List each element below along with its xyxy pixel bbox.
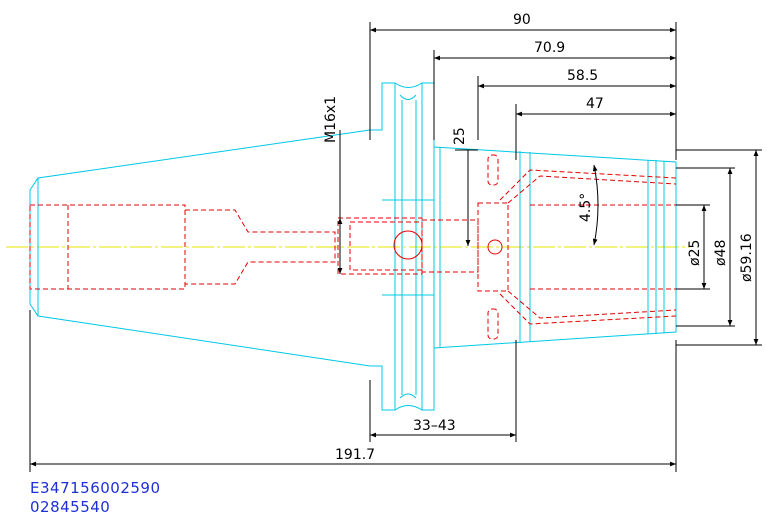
- dim-dia-48: ø48: [713, 240, 729, 266]
- dim-dia-59-16: ø59.16: [739, 233, 755, 282]
- hidden-lines: [29, 154, 677, 340]
- part-code: E347156002590: [30, 479, 161, 497]
- dim-angle: 4.5°: [578, 193, 594, 222]
- part-number: 02845540: [30, 498, 111, 516]
- dim-70-9: 70.9: [534, 40, 565, 56]
- dim-47: 47: [586, 96, 604, 112]
- dim-dia-25: ø25: [687, 240, 703, 266]
- dim-overall-length: 191.7: [335, 447, 375, 463]
- dimensions: [29, 22, 762, 472]
- dim-25-length: 25: [452, 127, 468, 145]
- dim-58-5: 58.5: [567, 68, 598, 84]
- dim-thread: M16x1: [323, 96, 339, 143]
- dim-range: 33–43: [413, 418, 456, 434]
- dim-90: 90: [513, 12, 531, 28]
